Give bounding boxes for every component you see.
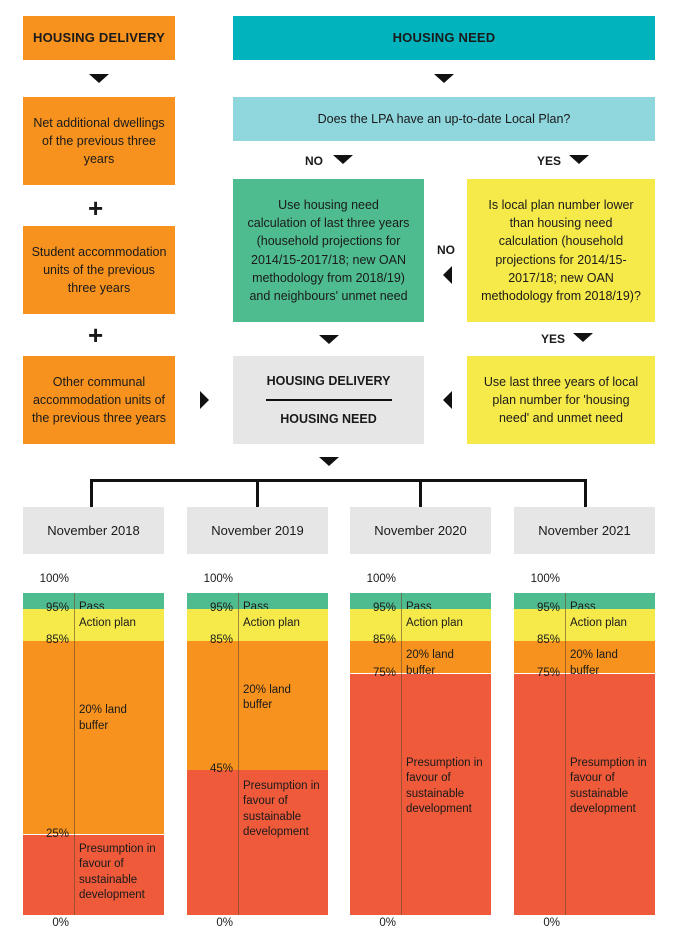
zone-buffer (350, 641, 491, 674)
zone-label: Action plan (79, 617, 136, 630)
zone-label: Presumption in favour of sustainable dev… (243, 779, 320, 839)
axis-line (565, 593, 566, 915)
zone-presumption (23, 834, 164, 915)
zone-presumption (187, 770, 328, 915)
arrow-down-icon (434, 74, 454, 83)
tick-label-bottom: 0% (52, 917, 69, 929)
zone-buffer (514, 641, 655, 674)
numerator: HOUSING DELIVERY (266, 374, 391, 389)
plus-icon: + (88, 320, 104, 350)
tick-label-top: 100% (366, 573, 396, 585)
tick-label-bottom: 0% (216, 917, 233, 929)
zone-presumption (514, 673, 655, 915)
fraction-line (265, 399, 392, 401)
arrow-right-icon (200, 391, 209, 409)
arrow-down-icon (573, 333, 593, 342)
axis-line (238, 593, 239, 915)
connector-line (419, 479, 422, 507)
use-calculation-box: Use housing need calculation of last thr… (233, 179, 424, 322)
tick-label: 85% (209, 634, 233, 647)
tick-label: 25% (45, 827, 69, 840)
arrow-down-icon (319, 335, 339, 344)
tick-label: 45% (209, 763, 233, 776)
year-label: November 2019 (187, 507, 328, 554)
plus-icon: + (88, 193, 104, 223)
arrow-down-icon (319, 457, 339, 466)
zone-label: Action plan (406, 617, 463, 630)
arrow-left-icon (443, 266, 452, 284)
net-additional-box: Net additional dwellings of the previous… (23, 97, 175, 185)
axis-line (74, 593, 75, 915)
year-label: November 2020 (350, 507, 491, 554)
connector-line (90, 479, 93, 507)
tick-label: 85% (45, 634, 69, 647)
housing-need-header: HOUSING NEED (233, 16, 655, 60)
housing-delivery-header: HOUSING DELIVERY (23, 16, 175, 60)
zone-presumption (350, 673, 491, 915)
tick-label-top: 100% (530, 573, 560, 585)
arrow-down-icon (569, 155, 589, 164)
connector-line (584, 479, 587, 507)
zone-pass (187, 593, 328, 610)
tick-label-top: 100% (39, 573, 69, 585)
connector-line (90, 479, 587, 482)
tick-label: 95% (372, 602, 396, 615)
tick-label: 85% (536, 634, 560, 647)
tick-label-bottom: 0% (543, 917, 560, 929)
arrow-left-icon (443, 391, 452, 409)
tick-label: 95% (45, 602, 69, 615)
zone-buffer (187, 641, 328, 771)
student-box: Student accommodation units of the previ… (23, 226, 175, 314)
connector-line (256, 479, 259, 507)
zone-buffer (23, 641, 164, 835)
axis-line (401, 593, 402, 915)
zone-pass (23, 593, 164, 610)
no-label: NO (437, 243, 455, 257)
zone-label: Presumption in favour of sustainable dev… (406, 756, 483, 816)
zone-label: 20% land buffer (243, 683, 291, 712)
communal-box: Other communal accommodation units of th… (23, 356, 175, 444)
zone-label: Presumption in favour of sustainable dev… (79, 842, 156, 902)
tick-label-top: 100% (203, 573, 233, 585)
tick-label: 95% (536, 602, 560, 615)
zone-label: 20% land buffer (79, 704, 127, 732)
tick-label: 75% (536, 666, 560, 679)
use-local-plan-box: Use last three years of local plan numbe… (467, 356, 655, 444)
tick-label: 95% (209, 602, 233, 615)
zone-pass (514, 593, 655, 610)
delivery-test-formula: HOUSING DELIVERY HOUSING NEED (233, 356, 424, 444)
year-label: November 2018 (23, 507, 164, 554)
arrow-down-icon (89, 74, 109, 83)
tick-label: 75% (372, 666, 396, 679)
year-label: November 2021 (514, 507, 655, 554)
lower-than-need-box: Is local plan number lower than housing … (467, 179, 655, 322)
zone-pass (350, 593, 491, 610)
yes-label: YES (537, 154, 562, 168)
denominator: HOUSING NEED (280, 411, 377, 426)
yes-label: YES (541, 332, 566, 346)
tick-label: 85% (372, 634, 396, 647)
zone-action (350, 609, 491, 642)
arrow-down-icon (333, 155, 353, 164)
zone-label: Presumption in favour of sustainable dev… (570, 756, 647, 816)
zone-action (187, 609, 328, 642)
zone-action (23, 609, 164, 642)
local-plan-question: Does the LPA have an up-to-date Local Pl… (233, 97, 655, 141)
zone-label: Action plan (243, 617, 300, 630)
tick-label-bottom: 0% (379, 917, 396, 929)
zone-label: Action plan (570, 617, 627, 630)
zone-action (514, 609, 655, 642)
no-label: NO (305, 154, 323, 168)
